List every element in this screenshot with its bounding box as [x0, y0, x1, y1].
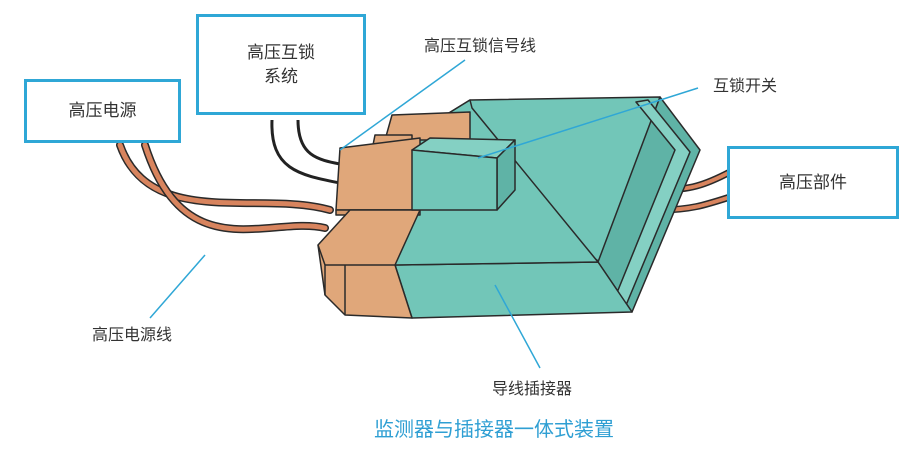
interlock-switch — [411, 137, 516, 211]
figure-caption: 监测器与插接器一体式装置 — [374, 417, 614, 441]
interlock-signal-wire-label: 高压互锁信号线 — [424, 36, 537, 55]
hv-source-box: 高压电源 — [24, 79, 181, 143]
interlock-switch-label: 互锁开关 — [713, 76, 778, 95]
wire-connector-label: 导线插接器 — [492, 379, 573, 398]
hv-interlock-system-box: 高压互锁 系统 — [196, 14, 366, 115]
hv-component-box: 高压部件 — [727, 146, 899, 219]
hv-interlock-label-line1: 高压互锁 — [247, 42, 315, 63]
hv-source-label: 高压电源 — [68, 101, 137, 121]
hv-power-cable-label: 高压电源线 — [92, 325, 173, 344]
hv-interlock-label-line2: 系统 — [264, 66, 298, 87]
leader-lines — [149, 59, 699, 369]
plug-blocks — [317, 111, 471, 319]
hv-cables-left — [116, 141, 334, 234]
hv-component-label: 高压部件 — [779, 172, 847, 193]
signal-wires — [270, 119, 346, 185]
